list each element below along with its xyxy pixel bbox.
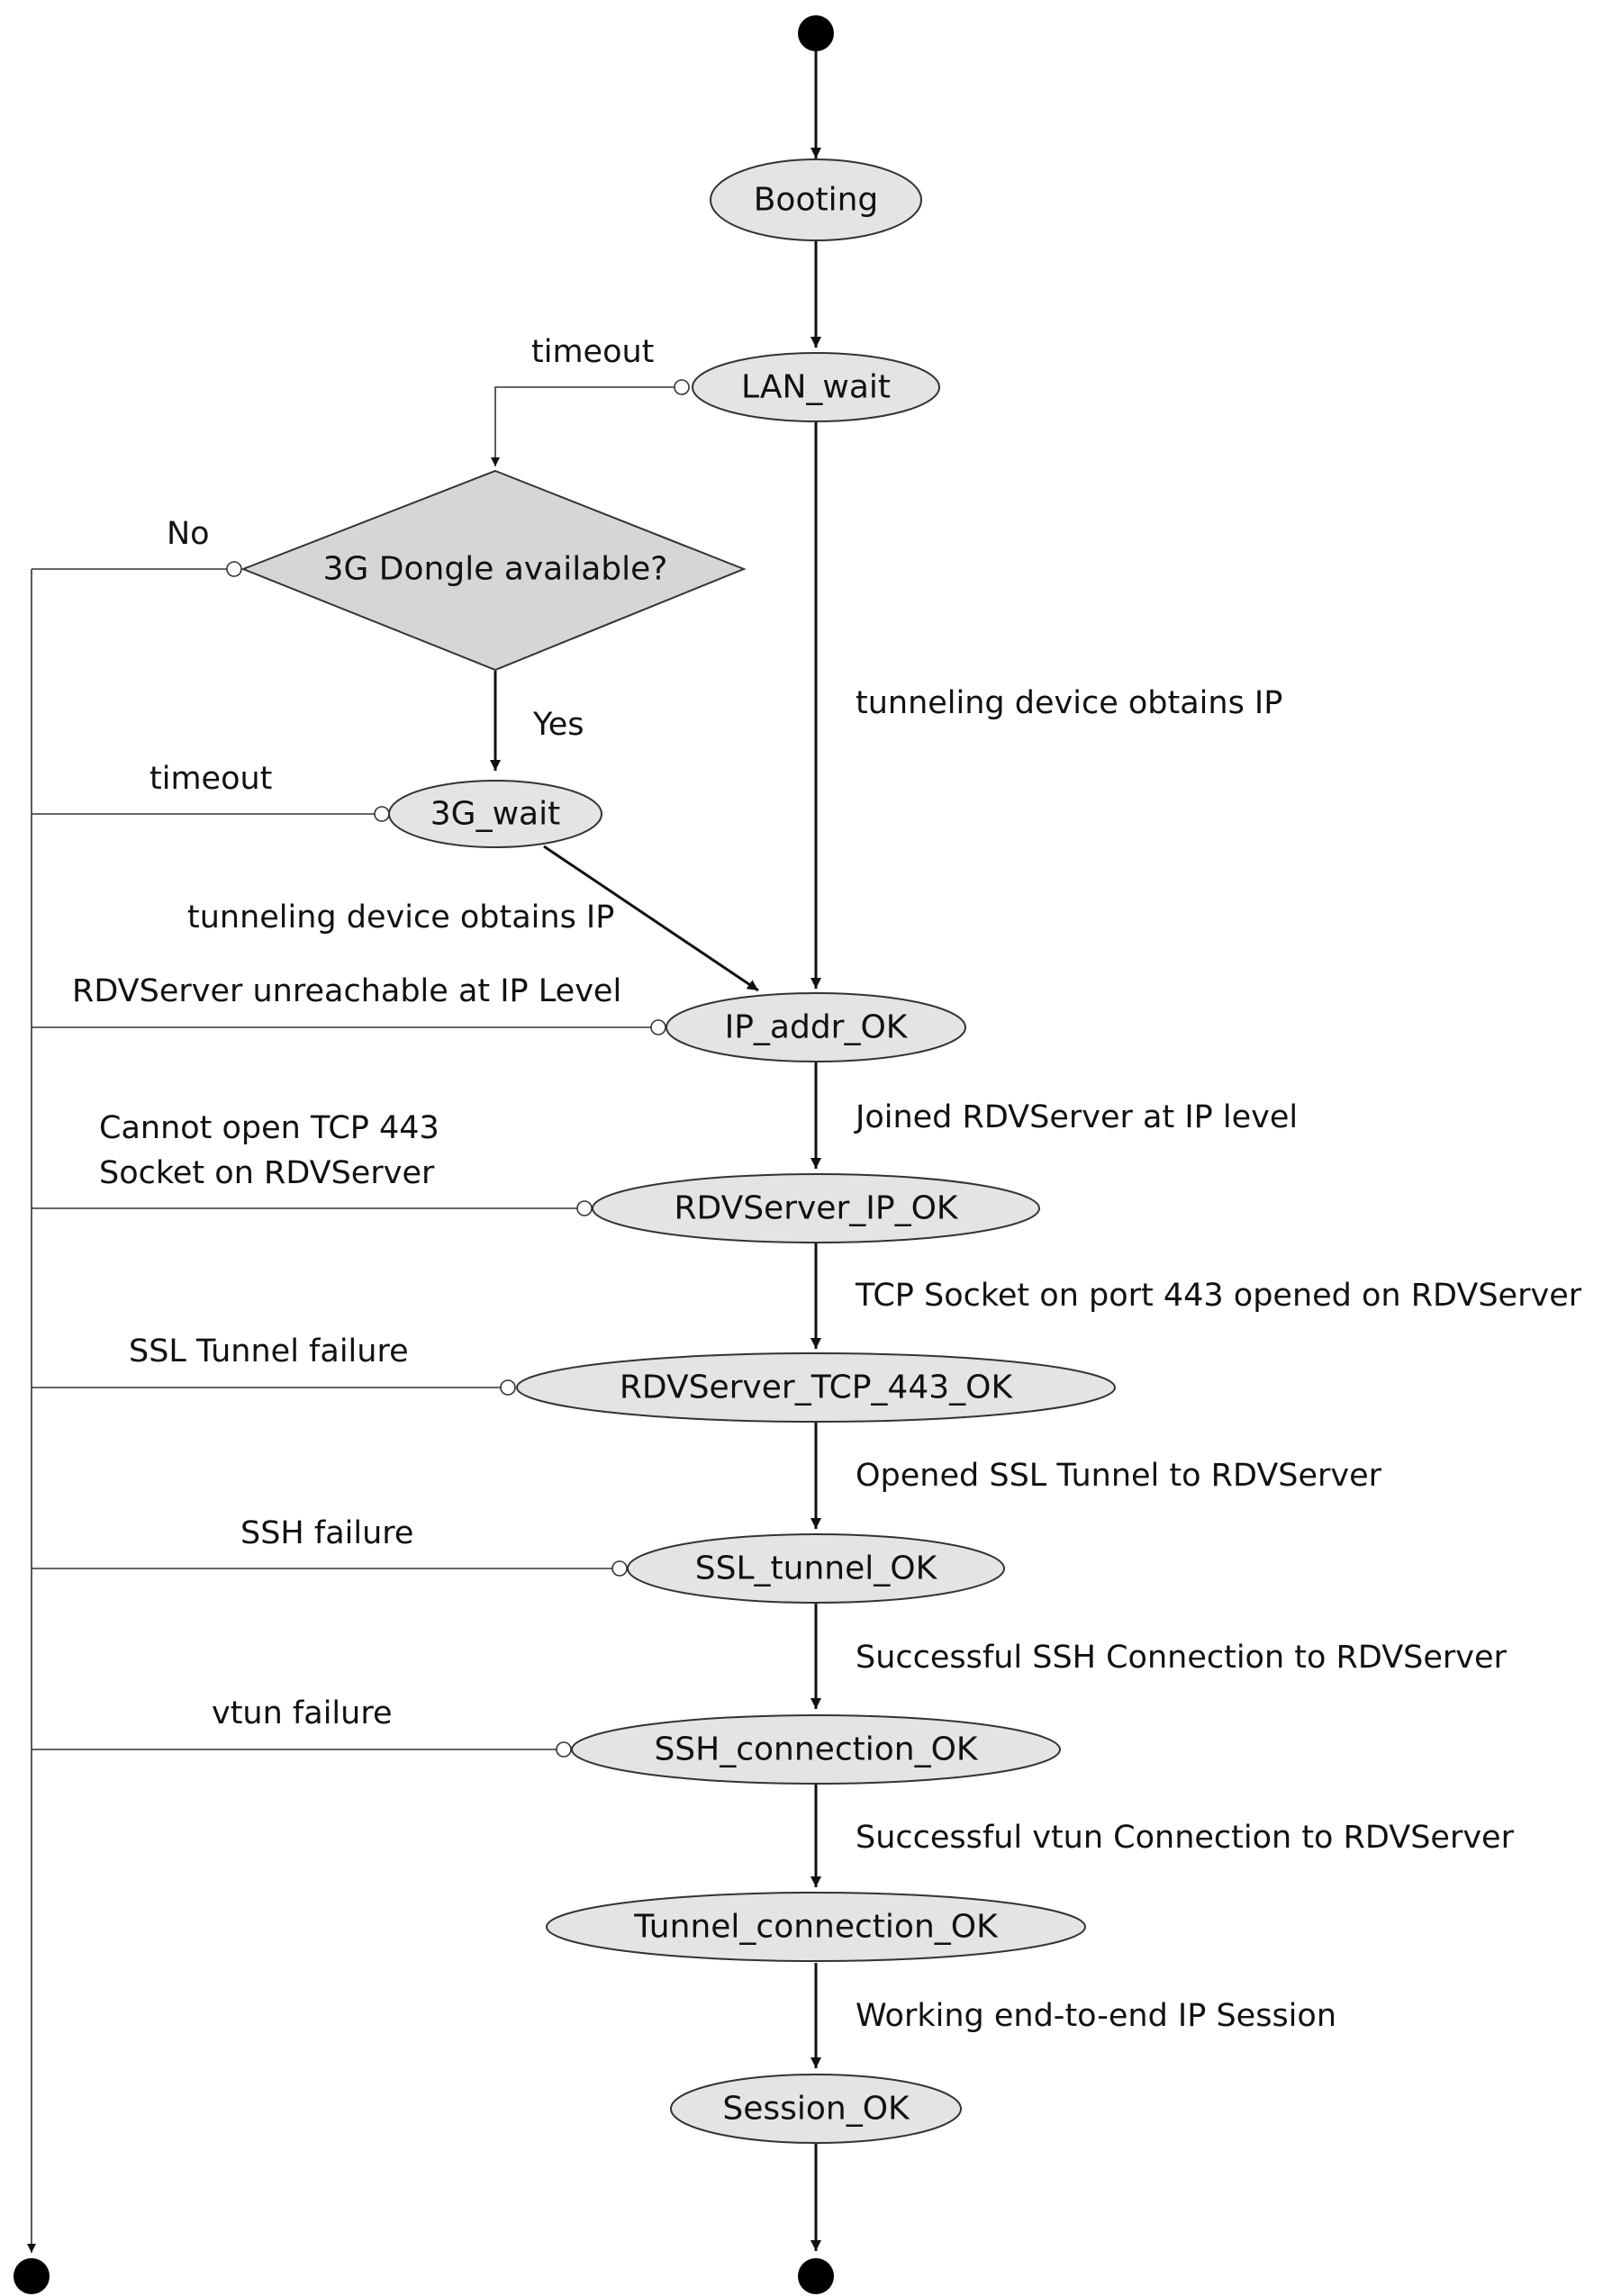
label-ssh-success: Successful SSH Connection to RDVServer xyxy=(856,1640,1508,1676)
node-ssh-connection-ok xyxy=(571,1714,1061,1785)
g3-timeout-port xyxy=(374,806,390,822)
node-3g-wait xyxy=(388,780,602,848)
label-tcp-opened: TCP Socket on port 443 opened on RDVServ… xyxy=(855,1278,1582,1314)
node-rdv-ip-ok xyxy=(592,1173,1040,1243)
node-ssl-tunnel-ok-label: SSL_tunnel_OK xyxy=(695,1550,938,1587)
rdvtcp-fail-port xyxy=(500,1379,516,1396)
node-ip-addr-ok xyxy=(666,992,966,1062)
node-session-ok-label: Session_OK xyxy=(722,2091,910,2128)
node-tunnel-connection-ok-label: Tunnel_connection_OK xyxy=(633,1909,999,1946)
node-rdv-tcp-ok xyxy=(516,1352,1116,1423)
label-dongle-yes: Yes xyxy=(532,707,584,743)
label-rdv-unreachable: RDVServer unreachable at IP Level xyxy=(72,973,621,1009)
ssl-fail-port xyxy=(611,1560,628,1577)
label-ssl-failure: SSL Tunnel failure xyxy=(129,1333,409,1369)
lan-timeout-port xyxy=(674,379,690,395)
label-ssh-failure: SSH failure xyxy=(240,1515,413,1551)
node-dongle-label: 3G Dongle available? xyxy=(323,551,668,588)
node-3g-wait-label: 3G_wait xyxy=(430,796,560,833)
rdvip-fail-port xyxy=(576,1200,593,1216)
edge-lan-timeout xyxy=(491,386,682,466)
label-vtun-success: Successful vtun Connection to RDVServer xyxy=(856,1820,1515,1856)
node-lan-wait-label: LAN_wait xyxy=(741,369,891,406)
node-rdv-tcp-ok-label: RDVServer_TCP_443_OK xyxy=(620,1369,1014,1406)
label-tcp-fail-line2: Socket on RDVServer xyxy=(99,1155,435,1191)
label-3g-obtains-ip: tunneling device obtains IP xyxy=(187,899,614,936)
label-joined: Joined RDVServer at IP level xyxy=(854,1099,1298,1135)
label-3g-timeout: timeout xyxy=(149,761,272,797)
node-dongle-diamond xyxy=(240,469,747,672)
failure-end-dot xyxy=(14,2258,50,2294)
node-ssh-connection-ok-label: SSH_connection_OK xyxy=(654,1731,978,1768)
node-ssl-tunnel-ok xyxy=(627,1533,1005,1604)
node-booting xyxy=(710,158,922,241)
label-working: Working end-to-end IP Session xyxy=(856,1998,1336,2034)
label-vtun-failure: vtun failure xyxy=(212,1695,392,1731)
node-lan-wait xyxy=(692,352,940,422)
node-tunnel-connection-ok xyxy=(546,1892,1086,1962)
label-dongle-no: No xyxy=(167,516,210,552)
success-end-dot xyxy=(798,2258,834,2294)
label-tcp-fail-line1: Cannot open TCP 443 xyxy=(99,1110,439,1146)
node-rdv-ip-ok-label: RDVServer_IP_OK xyxy=(674,1190,958,1227)
initial-state-dot xyxy=(798,15,834,51)
node-ip-addr-ok-label: IP_addr_OK xyxy=(725,1009,909,1046)
node-session-ok xyxy=(670,2074,962,2144)
dongle-no-port xyxy=(226,561,242,577)
ipaddr-fail-port xyxy=(650,1019,666,1035)
ssh-fail-port xyxy=(556,1741,572,1758)
label-ssl-opened: Opened SSL Tunnel to RDVServer xyxy=(856,1458,1382,1494)
edge-3gwait-ipaddr xyxy=(543,845,759,992)
node-booting-label: Booting xyxy=(754,182,879,219)
label-lan-obtains-ip: tunneling device obtains IP xyxy=(856,685,1282,721)
label-lan-timeout: timeout xyxy=(531,334,654,370)
